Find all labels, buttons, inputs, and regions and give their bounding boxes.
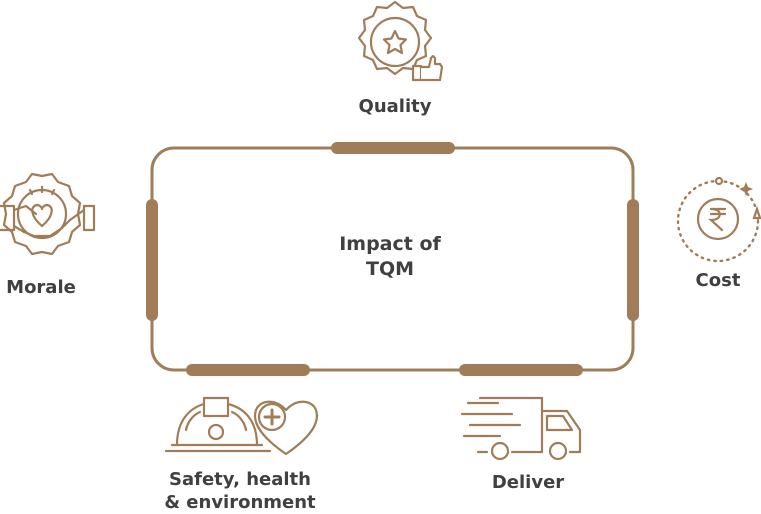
center-title-line2: TQM: [365, 258, 415, 280]
safety-label-line2: & environment: [164, 492, 316, 513]
handshake-gear-icon: [0, 172, 96, 256]
deliver-label: Deliver: [491, 472, 565, 493]
quality-badge-thumbs-up-icon: [357, 0, 444, 82]
rupee-coin-icon: [676, 176, 761, 263]
safety-label: Safety, health & environment: [150, 468, 330, 514]
center-title: Impact of TQM: [300, 232, 480, 282]
hardhat-heart-icon: [164, 396, 319, 456]
quality-label: Quality: [358, 96, 432, 117]
delivery-truck-icon: [460, 396, 582, 461]
cost-label: Cost: [695, 270, 741, 291]
morale-label: Morale: [6, 277, 76, 298]
safety-label-line1: Safety, health: [169, 469, 311, 490]
center-title-line1: Impact of: [339, 233, 441, 255]
